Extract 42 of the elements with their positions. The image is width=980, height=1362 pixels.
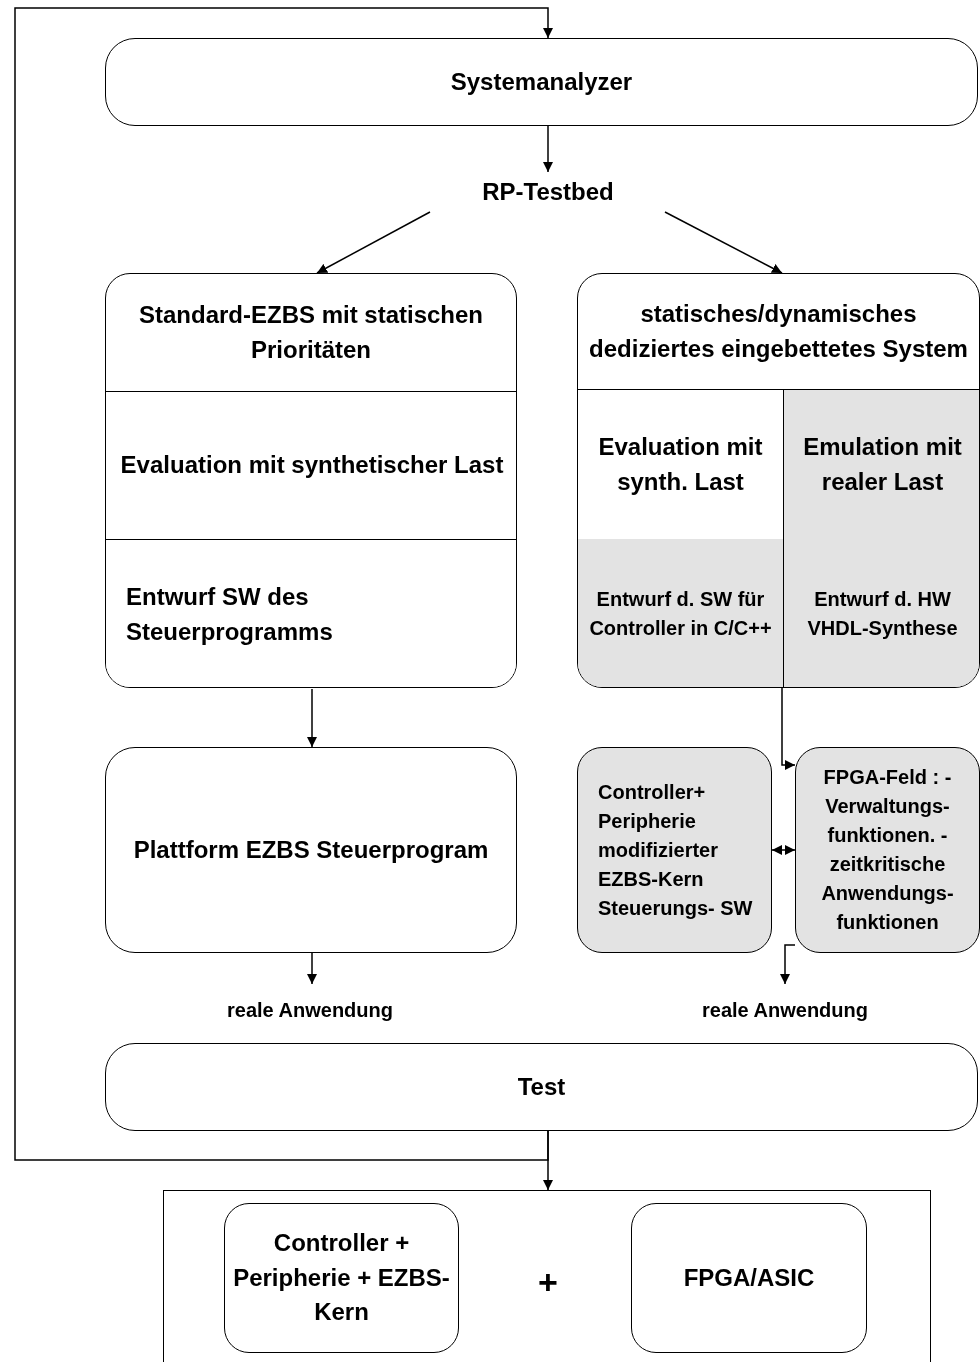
panel-section xyxy=(783,389,979,539)
panel-title: statisches/dynamisches dediziertes eingebettetes System xyxy=(588,298,969,364)
node-label: Entwurf SW des Steuerprogramms xyxy=(125,581,334,647)
arrow xyxy=(316,211,431,274)
rounded-box xyxy=(795,747,980,953)
feedback-arrow xyxy=(780,944,796,985)
arrow xyxy=(307,952,317,985)
panel-title: Standard-EZBS mit statischen Prioritäten xyxy=(137,299,485,365)
plus-sign: + xyxy=(538,1262,558,1302)
feedback-arrow xyxy=(14,7,553,1161)
rounded-box xyxy=(224,1203,459,1353)
node-label: Emulation mit realer Last xyxy=(802,431,963,497)
node-label: Test xyxy=(516,1071,567,1102)
node-label: Systemanalyzer xyxy=(449,66,634,97)
double-arrow xyxy=(771,845,796,855)
rounded-box xyxy=(577,747,772,953)
rounded-panel xyxy=(577,273,980,688)
node-label: Evaluation mit synthetischer Last xyxy=(119,450,505,481)
arrow xyxy=(543,125,553,173)
node-label: FPGA/ASIC xyxy=(682,1262,816,1293)
node-label: RP-Testbed xyxy=(481,176,615,207)
panel-section xyxy=(783,539,979,687)
rounded-box xyxy=(631,1203,867,1353)
arrow xyxy=(307,688,317,748)
node-label: reale Anwendung xyxy=(226,997,394,1023)
node-label: FPGA-Feld : -Verwaltungs- funktionen. -zeitkritische Anwendungs- funktionen xyxy=(820,765,955,935)
node-label: Plattform EZBS Steuerprogram xyxy=(132,834,490,865)
arrow xyxy=(664,211,783,274)
node-label: Entwurf d. SW für Controller in C/C++ xyxy=(588,587,773,641)
panel-section xyxy=(106,539,516,687)
rounded-panel xyxy=(105,273,517,688)
feedback-arrow xyxy=(781,687,796,770)
node-label: Controller + Peripherie + EZBS-Kern xyxy=(232,1227,451,1328)
node-label: Evaluation mit synth. Last xyxy=(597,431,764,497)
node-label: reale Anwendung xyxy=(701,997,869,1023)
frame-box xyxy=(163,1190,931,1362)
node-label: Controller+ Peripherie modifizierter EZBS-Kern Steuerungs- SW xyxy=(597,779,754,921)
rounded-box xyxy=(105,747,517,953)
rounded-box xyxy=(105,1043,978,1131)
panel-section xyxy=(578,539,783,687)
rounded-box xyxy=(105,38,978,126)
node-label: Entwurf d. HW VHDL-Synthese xyxy=(806,587,959,641)
